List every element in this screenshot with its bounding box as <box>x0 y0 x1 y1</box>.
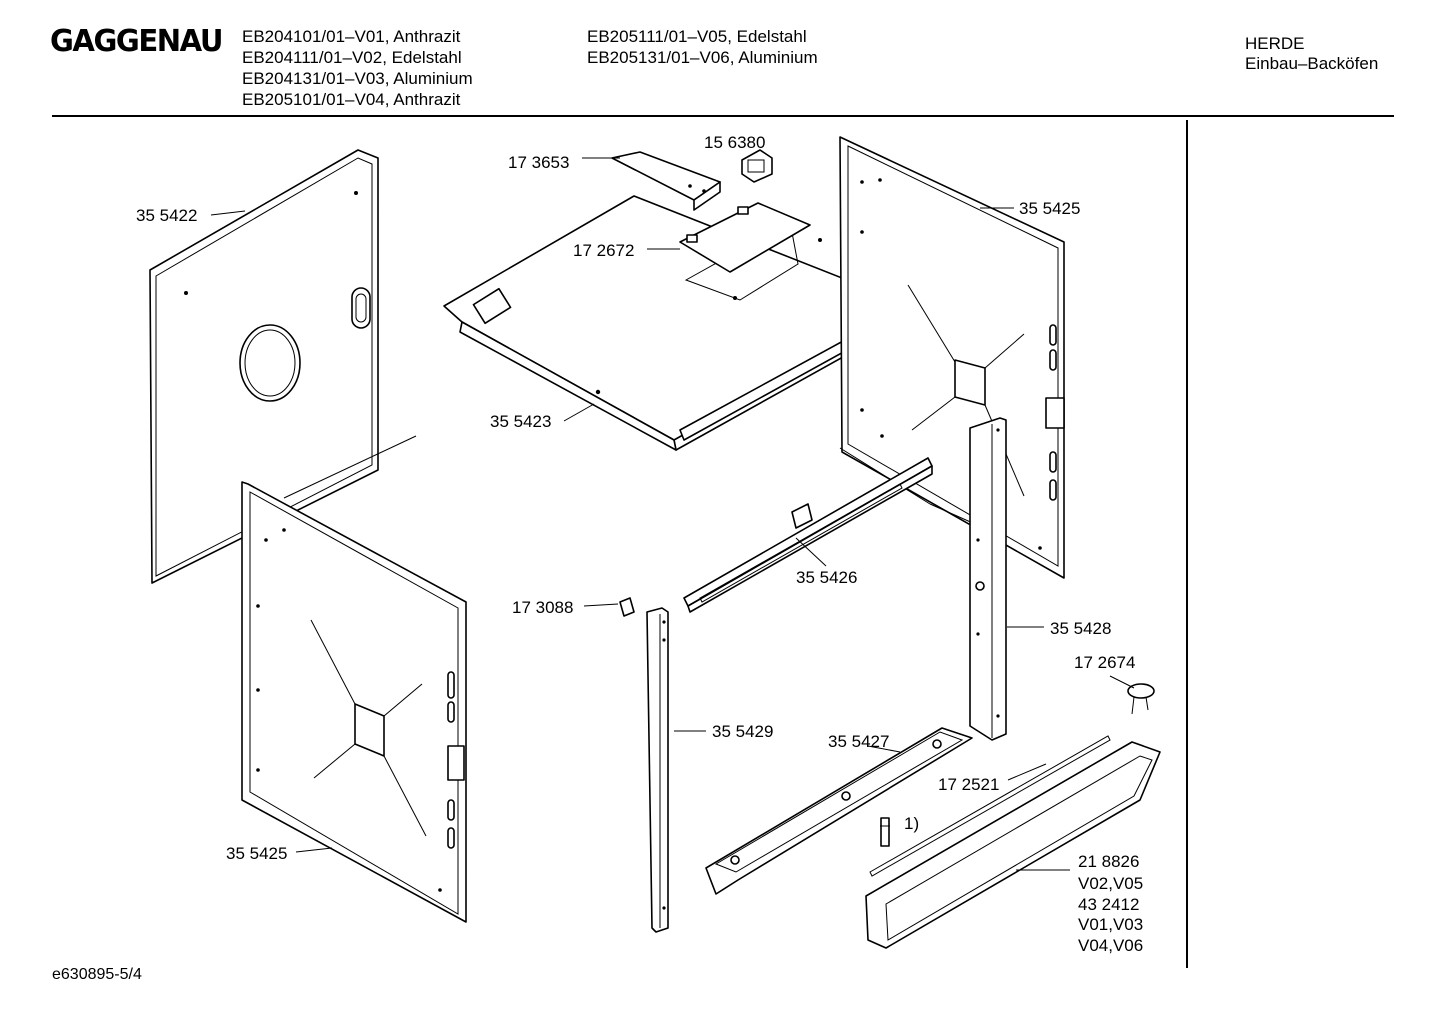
side-divider <box>1186 120 1188 968</box>
part-label: 35 5425 <box>1019 199 1080 218</box>
model-item: EB205131/01–V06, Aluminium <box>587 48 818 67</box>
part-label: 17 2672 <box>573 241 634 260</box>
right-side-panel <box>839 136 1065 579</box>
note-label: 1) <box>904 814 919 833</box>
header-divider <box>52 115 1394 117</box>
category-block: HERDE Einbau–Backöfen <box>1245 34 1378 74</box>
part-label: 17 3088 <box>512 598 573 617</box>
document-id: e630895-5/4 <box>52 966 142 983</box>
right-front-pillar <box>969 417 1007 741</box>
category-title: HERDE <box>1245 34 1305 53</box>
clip-part <box>741 149 773 183</box>
model-list-1: EB204101/01–V01, Anthrazit EB204111/01–V… <box>242 26 473 110</box>
front-side-panel <box>241 481 467 923</box>
part-label: 35 5425 <box>226 844 287 863</box>
model-item: EB204101/01–V01, Anthrazit <box>242 27 461 46</box>
model-item: EB205101/01–V04, Anthrazit <box>242 90 461 109</box>
brand-logo: GAGGENAU <box>50 24 223 59</box>
pin-part <box>880 817 890 847</box>
part-label: 35 5423 <box>490 412 551 431</box>
variant-label: V01,V03 <box>1078 915 1143 934</box>
variant-label: 21 8826 <box>1078 852 1139 871</box>
part-label: 15 6380 <box>704 133 765 152</box>
left-front-pillar <box>646 607 669 933</box>
model-item: EB204111/01–V02, Edelstahl <box>242 48 462 67</box>
category-subtitle: Einbau–Backöfen <box>1245 54 1379 73</box>
front-bottom-rail <box>705 727 973 895</box>
model-list-2: EB205111/01–V05, Edelstahl EB205131/01–V… <box>587 26 818 68</box>
part-label: 35 5426 <box>796 568 857 587</box>
model-item: EB205111/01–V05, Edelstahl <box>587 27 807 46</box>
screw-part <box>619 597 635 617</box>
variant-label: V02,V05 <box>1078 874 1143 893</box>
variant-label: V04,V06 <box>1078 936 1143 955</box>
cover-plate <box>679 202 811 273</box>
base-trim <box>865 735 1161 949</box>
part-label: 17 3653 <box>508 153 569 172</box>
part-label: 17 2674 <box>1074 653 1135 672</box>
part-label: 35 5422 <box>136 206 197 225</box>
foot-part <box>1127 683 1155 715</box>
part-label: 35 5429 <box>712 722 773 741</box>
rear-rail <box>683 457 933 613</box>
hinge-bracket <box>611 151 721 211</box>
left-side-panel <box>149 149 379 584</box>
model-item: EB204131/01–V03, Aluminium <box>242 69 473 88</box>
part-label: 35 5427 <box>828 732 889 751</box>
variant-label: 43 2412 <box>1078 895 1139 914</box>
part-label: 35 5428 <box>1050 619 1111 638</box>
part-label: 17 2521 <box>938 775 999 794</box>
